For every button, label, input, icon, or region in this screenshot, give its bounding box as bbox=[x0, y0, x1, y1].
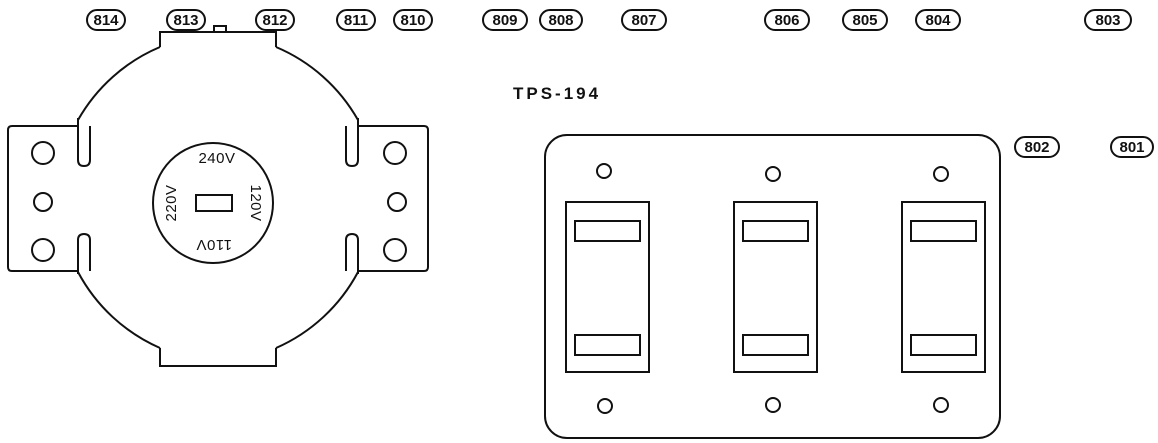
left-mounting-bracket bbox=[7, 118, 91, 274]
callout-801: 801 bbox=[1110, 136, 1154, 158]
callout-809-label: 809 bbox=[492, 12, 517, 29]
panel-hole-top-1 bbox=[596, 163, 612, 179]
callout-814-label: 814 bbox=[93, 12, 119, 29]
left-slot-bottom bbox=[77, 232, 91, 274]
callout-806: 806 bbox=[764, 9, 810, 31]
rocker-switch-1-top-window bbox=[574, 220, 641, 242]
panel-hole-top-3 bbox=[933, 166, 949, 182]
rocker-switch-2-bottom-window bbox=[742, 334, 809, 356]
right-slot-bottom bbox=[345, 232, 359, 274]
callout-802-label: 802 bbox=[1024, 139, 1049, 156]
voltage-selector-assembly bbox=[7, 25, 429, 367]
callout-811: 811 bbox=[336, 9, 376, 31]
voltage-label-120v: 120V bbox=[247, 184, 264, 221]
rocker-switch-1 bbox=[565, 201, 650, 373]
panel-hole-bottom-2 bbox=[765, 397, 781, 413]
callout-803-label: 803 bbox=[1095, 12, 1120, 29]
body-arc-lower-left bbox=[77, 271, 161, 349]
panel-hole-bottom-3 bbox=[933, 397, 949, 413]
body-arc-lower-right bbox=[275, 271, 359, 349]
callout-802: 802 bbox=[1014, 136, 1060, 158]
rocker-switch-3-frame bbox=[901, 201, 986, 373]
left-mounting-hole-top bbox=[31, 141, 55, 165]
voltage-label-110v: 110V bbox=[196, 236, 232, 253]
callout-813: 813 bbox=[166, 9, 206, 31]
left-slot-top bbox=[77, 118, 91, 168]
rocker-switch-2-top-window bbox=[742, 220, 809, 242]
right-mounting-hole-bottom bbox=[383, 238, 407, 262]
callout-810-label: 810 bbox=[400, 12, 425, 29]
callout-labels: 814 813 812 811 810 809 808 807 bbox=[86, 9, 1154, 158]
left-mounting-hole-middle bbox=[33, 192, 53, 212]
rocker-switch-3-top-window bbox=[910, 220, 977, 242]
voltage-dial bbox=[152, 142, 274, 264]
rocker-switch-2-frame bbox=[733, 201, 818, 373]
callout-806-label: 806 bbox=[774, 12, 799, 29]
right-slot-top bbox=[345, 118, 359, 168]
rocker-switch-3-bottom-window bbox=[910, 334, 977, 356]
voltage-labels: 240V 120V 110V 220V bbox=[163, 150, 264, 253]
rocker-switch-2 bbox=[733, 201, 818, 373]
callout-809: 809 bbox=[482, 9, 528, 31]
left-mounting-hole-bottom bbox=[31, 238, 55, 262]
rocker-switch-3 bbox=[901, 201, 986, 373]
rocker-switch-1-frame bbox=[565, 201, 650, 373]
callout-812: 812 bbox=[255, 9, 295, 31]
panel-hole-top-2 bbox=[765, 166, 781, 182]
callout-807: 807 bbox=[621, 9, 667, 31]
callout-804-label: 804 bbox=[925, 12, 951, 29]
top-tab bbox=[159, 31, 277, 47]
right-mounting-hole-middle bbox=[387, 192, 407, 212]
voltage-label-240v: 240V bbox=[198, 150, 235, 167]
switch-panel bbox=[544, 134, 1001, 439]
callout-808: 808 bbox=[539, 9, 583, 31]
callout-808-label: 808 bbox=[548, 12, 573, 29]
callout-814: 814 bbox=[86, 9, 126, 31]
voltage-label-220v: 220V bbox=[163, 184, 180, 221]
callout-811-label: 811 bbox=[344, 12, 368, 29]
callout-810: 810 bbox=[393, 9, 433, 31]
body-arc-upper-right bbox=[275, 46, 359, 121]
callout-805: 805 bbox=[842, 9, 888, 31]
bottom-tab bbox=[159, 348, 277, 367]
right-mounting-bracket bbox=[345, 118, 429, 274]
callout-801-label: 801 bbox=[1119, 139, 1144, 156]
top-tab-nub bbox=[213, 25, 227, 33]
callout-813-label: 813 bbox=[173, 12, 198, 29]
switch-panel-plate bbox=[544, 134, 1001, 439]
panel-hole-bottom-1 bbox=[597, 398, 613, 414]
right-mounting-hole-top bbox=[383, 141, 407, 165]
rocker-switch-1-bottom-window bbox=[574, 334, 641, 356]
callout-804: 804 bbox=[915, 9, 961, 31]
model-label: TPS-194 bbox=[513, 84, 601, 103]
callout-812-label: 812 bbox=[262, 12, 287, 29]
body-arc-upper-left bbox=[77, 46, 161, 121]
callout-805-label: 805 bbox=[852, 12, 877, 29]
callout-803: 803 bbox=[1084, 9, 1132, 31]
voltage-dial-slot bbox=[195, 194, 233, 212]
callout-807-label: 807 bbox=[631, 12, 656, 29]
